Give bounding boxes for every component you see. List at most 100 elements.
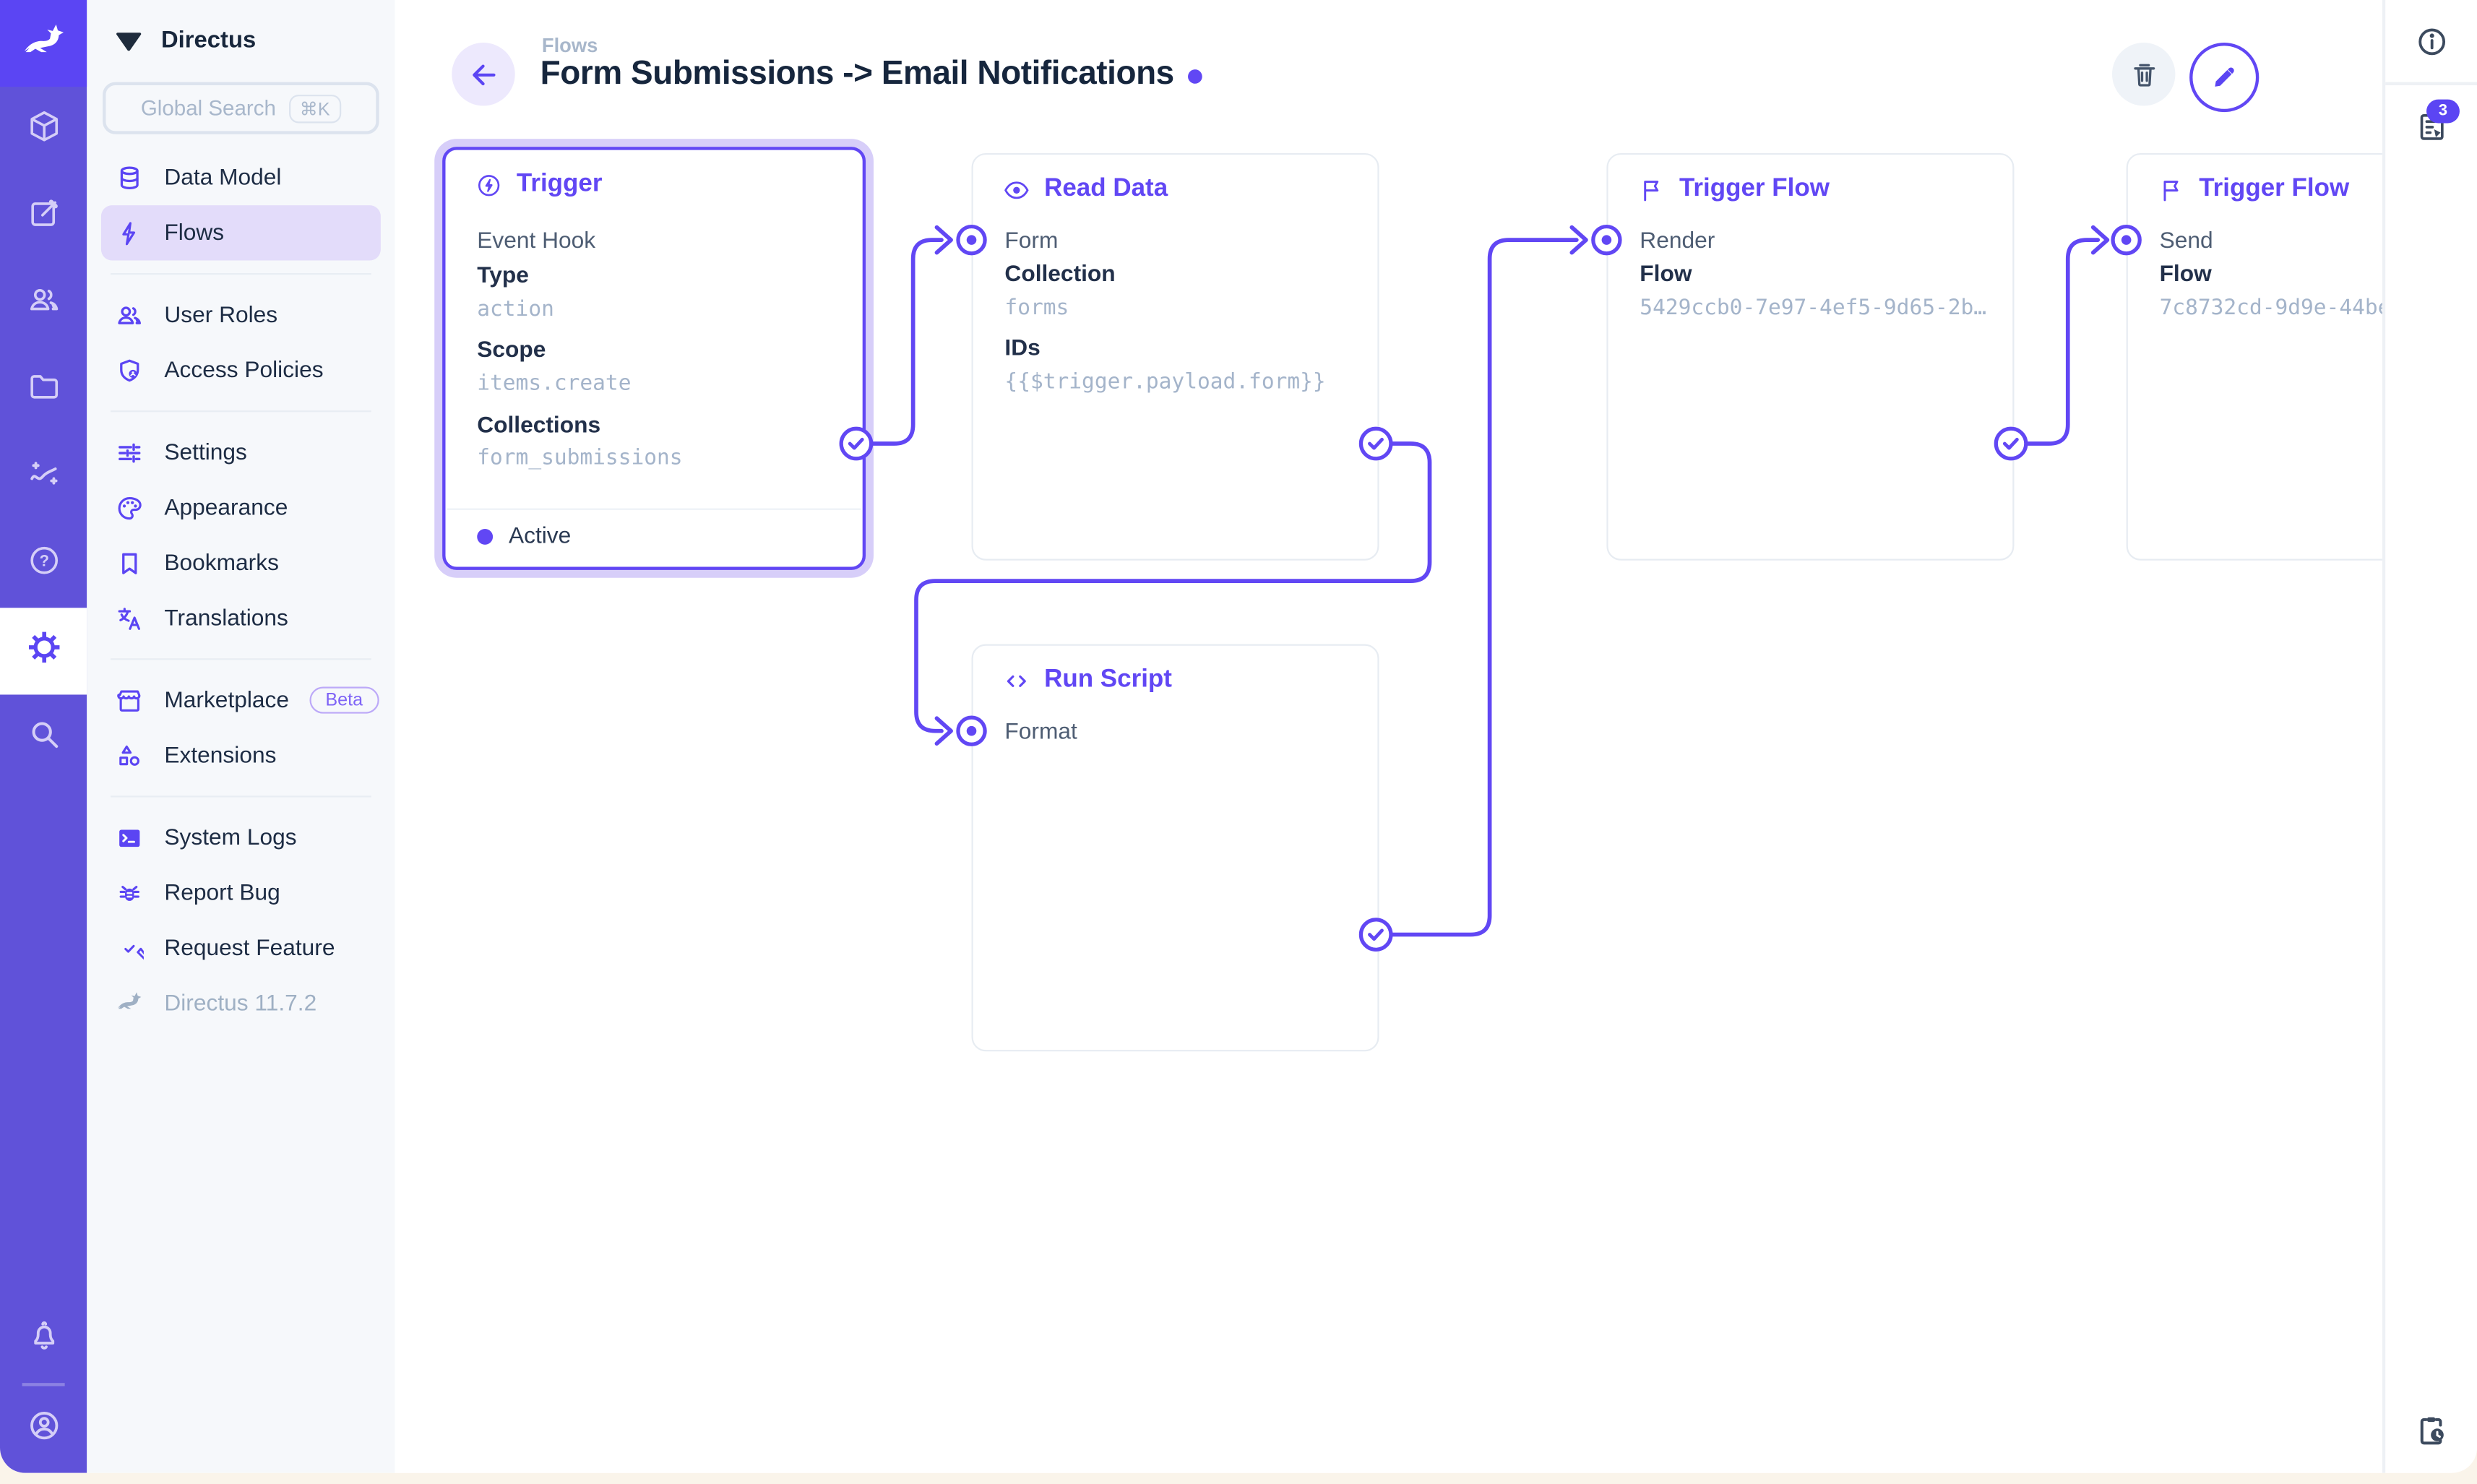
module-editor[interactable] (0, 173, 87, 260)
field-value: 7c8732cd-9d9e-44be (2159, 295, 2382, 321)
sidebar-item-data-model[interactable]: Data Model (101, 150, 381, 205)
module-users[interactable] (0, 261, 87, 348)
field-value: form_submissions (477, 445, 683, 471)
edge-render-to-send (2022, 238, 2101, 446)
insights-icon (26, 456, 61, 499)
folder-icon (26, 369, 61, 412)
module-bar-spacer (0, 782, 87, 1296)
bug-icon (116, 879, 144, 907)
sidebar-item-system-logs[interactable]: System Logs (101, 810, 381, 865)
flag-icon (1644, 179, 1659, 201)
sidebar-item-appearance[interactable]: Appearance (101, 480, 381, 535)
panel-title: Trigger Flow (2158, 176, 2349, 204)
sidebar-item-label: User Roles (164, 302, 278, 328)
operation-name: Form (1004, 228, 1059, 254)
field-label: IDs (1004, 336, 1041, 362)
field-label: Collections (477, 413, 601, 439)
module-content[interactable] (0, 87, 87, 173)
breadcrumb[interactable]: Flows (541, 35, 598, 57)
bolt-icon (116, 219, 144, 247)
info-button[interactable] (2385, 0, 2477, 82)
global-search-input[interactable]: Global Search ⌘K (103, 82, 379, 134)
sidebar-item-label: Appearance (164, 495, 288, 520)
edit-flow-button[interactable] (2189, 42, 2260, 113)
header-actions (2111, 42, 2260, 113)
sidebar-item-access-policies[interactable]: Access Policies (101, 342, 381, 397)
info-icon (2418, 27, 2444, 55)
rabbit-icon (116, 989, 144, 1017)
translate-icon (116, 604, 144, 632)
bookmark-icon (116, 548, 144, 577)
field-label: Scope (477, 337, 546, 363)
delete-flow-button[interactable] (2111, 42, 2176, 106)
sidebar-item-flows[interactable]: Flows (100, 205, 381, 261)
pending-tasks-button[interactable] (2385, 1386, 2477, 1473)
sidebar-item-marketplace[interactable]: Marketplace Beta (101, 673, 381, 728)
field-value: forms (1004, 295, 1069, 321)
code-icon (1007, 674, 1026, 686)
pencil-icon (2215, 67, 2234, 87)
sidebar-version: Directus 11.7.2 (101, 975, 381, 1030)
sidebar-item-bookmarks[interactable]: Bookmarks (101, 535, 381, 590)
palette-icon (116, 493, 144, 522)
edge-run-script-to-render (1388, 238, 1579, 937)
flag-icon (2163, 179, 2179, 201)
sidebar-item-label: Bookmarks (164, 550, 279, 576)
nav-divider (111, 410, 371, 413)
sidebar-item-label: Translations (164, 605, 288, 631)
svg-text:?: ? (38, 552, 48, 570)
field-value: {{$trigger.payload.form}} (1004, 369, 1326, 395)
sidebar-item-translations[interactable]: Translations (101, 590, 381, 645)
revisions-button[interactable]: 3 (2385, 82, 2477, 168)
sidebar-nav: Data Model Flows User Roles Access Polic… (87, 150, 395, 1031)
sidebar-item-extensions[interactable]: Extensions (101, 728, 381, 782)
workspace-header[interactable]: Directus (87, 0, 395, 76)
module-search[interactable] (0, 694, 87, 781)
flow-panel-run-script[interactable]: Run Script Format (971, 644, 1379, 1052)
flow-panel-read-data[interactable]: Read Data Form Collection forms IDs {{$t… (971, 152, 1379, 561)
flow-panel-trigger[interactable]: Trigger Event Hook Type action Scope ite… (442, 147, 866, 570)
search-shortcut-badge: ⌘K (288, 94, 341, 123)
module-settings[interactable] (0, 608, 87, 695)
field-label: Flow (1640, 262, 1692, 288)
flow-panel-trigger-flow-send[interactable]: Trigger Flow Send Flow 7c8732cd-9d9e-44b… (2126, 152, 2382, 561)
module-help[interactable]: ? (0, 521, 87, 608)
cube-icon (26, 109, 61, 152)
user-avatar[interactable] (0, 1386, 87, 1473)
active-dot (477, 529, 494, 545)
module-files[interactable] (0, 348, 87, 434)
sidebar-item-user-roles[interactable]: User Roles (101, 288, 381, 342)
arrow-left-icon (472, 64, 495, 85)
sidebar-item-label: Flows (164, 220, 225, 246)
module-insights[interactable] (0, 434, 87, 521)
flow-panel-trigger-flow-render[interactable]: Trigger Flow Render Flow 5429ccb0-7e97-4… (1606, 152, 2015, 561)
beta-badge: Beta (309, 686, 379, 714)
flow-canvas[interactable]: Flows Form Submissions -> Email Notifica… (395, 0, 2382, 1473)
directus-gem-icon (116, 33, 142, 51)
arrowhead-icon (934, 225, 953, 255)
search-icon (26, 717, 61, 759)
sidebar-item-request-feature[interactable]: Request Feature (101, 920, 381, 975)
sidebar-item-report-bug[interactable]: Report Bug (101, 865, 381, 920)
database-icon (116, 163, 144, 191)
sidebar-item-settings[interactable]: Settings (101, 425, 381, 480)
field-label: Collection (1004, 262, 1116, 288)
directus-logo[interactable] (0, 0, 87, 87)
operation-name: Format (1004, 720, 1077, 746)
rabbit-icon (23, 23, 63, 52)
sidebar-item-label: Settings (164, 439, 247, 465)
back-button[interactable] (452, 42, 515, 106)
status-badge: Active (477, 524, 571, 549)
panel-title: Read Data (1003, 176, 1168, 204)
extension-icon (116, 741, 144, 769)
field-value: items.create (477, 371, 632, 397)
clipboard-clock-icon (2420, 1416, 2444, 1444)
sidebar-item-label: Access Policies (164, 357, 324, 383)
storefront-icon (116, 686, 144, 714)
right-rail: 3 (2382, 0, 2477, 1473)
shield-user-icon (116, 356, 144, 384)
sidebar-item-label: Report Bug (164, 880, 280, 906)
notifications-button[interactable] (0, 1296, 87, 1383)
panel-title: Run Script (1003, 666, 1172, 694)
tune-icon (116, 438, 144, 466)
